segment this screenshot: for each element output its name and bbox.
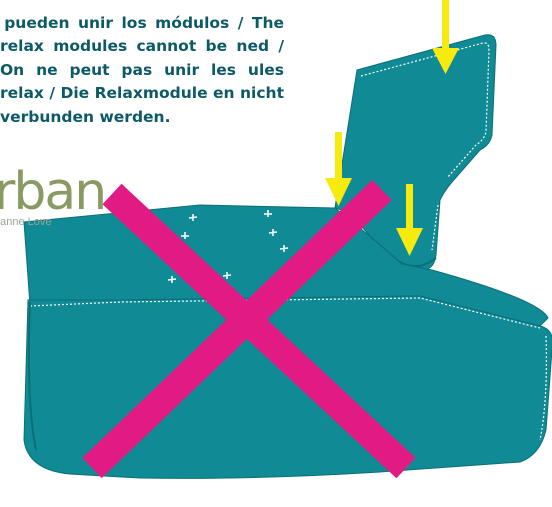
arrow-down-icon [325, 132, 352, 206]
brand-tagline: rianne Love [0, 216, 52, 228]
brand-wordmark: rban [0, 162, 107, 222]
prohibited-cross-icon [82, 179, 416, 479]
arrow-down-icon [432, 0, 459, 74]
instruction-text: se pueden unir los módulos / The relax m… [0, 14, 284, 126]
brand-logo: rban rianne Love [0, 166, 114, 236]
arrow-down-icon [396, 184, 423, 256]
